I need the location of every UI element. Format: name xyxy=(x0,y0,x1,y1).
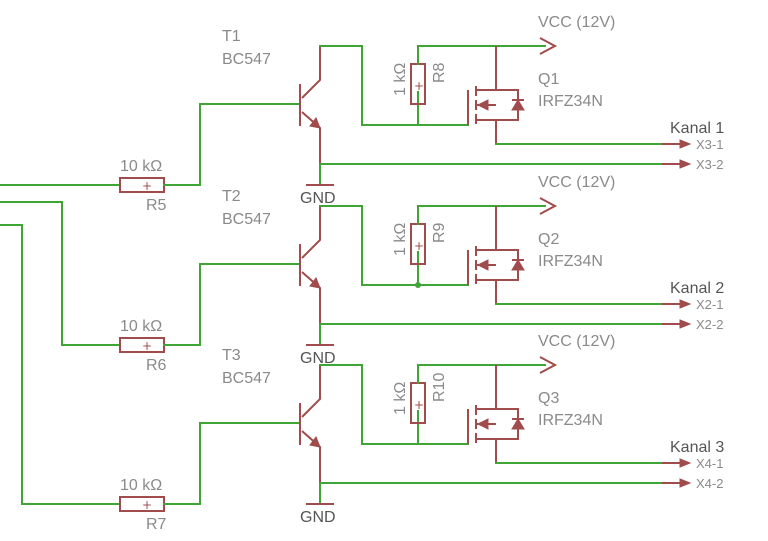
mosfet-name: Q3 xyxy=(538,390,559,407)
input-wire xyxy=(0,201,121,346)
transistor-type: BC547 xyxy=(222,211,271,228)
mosfet-drain xyxy=(476,46,497,91)
collector-wire xyxy=(319,364,469,445)
pullup-resistor-value: 1 kΩ xyxy=(392,63,409,96)
base-resistor-name: R6 xyxy=(146,357,167,374)
pullup-resistor-value: 1 kΩ xyxy=(392,223,409,256)
mosfet-arrow xyxy=(476,418,489,430)
pin-2-label: X3-2 xyxy=(696,157,723,172)
emitter-arrow xyxy=(309,435,321,448)
vcc-arrow xyxy=(539,37,558,55)
pullup-resistor-name: R8 xyxy=(431,62,448,83)
mosfet-type: IRFZ34N xyxy=(538,412,603,429)
vcc-label: VCC (12V) xyxy=(538,333,615,350)
pin-1-label: X4-1 xyxy=(696,456,723,471)
gnd-label: GND xyxy=(300,509,336,526)
base-resistor-name: R7 xyxy=(146,516,167,533)
pullup-resistor-name: R9 xyxy=(431,222,448,243)
pin-2-label: X2-2 xyxy=(696,317,723,332)
base-wire xyxy=(163,422,299,505)
base-wire xyxy=(163,103,299,186)
transistor-name: T3 xyxy=(222,347,241,364)
pin-1-arrow xyxy=(679,299,692,309)
vcc-label: VCC (12V) xyxy=(538,14,615,31)
transistor-collector-leg xyxy=(301,46,321,99)
pullup-resistor-name: R10 xyxy=(431,373,448,402)
mosfet-source xyxy=(476,279,497,304)
mosfet-type: IRFZ34N xyxy=(538,253,603,270)
channel-label: Kanal 1 xyxy=(670,120,724,137)
plus-mark: + xyxy=(142,498,152,512)
transistor-name: T1 xyxy=(222,28,241,45)
mosfet-arrow xyxy=(476,99,489,111)
base-resistor-value: 10 kΩ xyxy=(120,158,162,175)
channel-label: Kanal 2 xyxy=(670,280,724,297)
pin-1-arrow xyxy=(679,458,692,468)
vcc-label: VCC (12V) xyxy=(538,174,615,191)
mosfet-name: Q1 xyxy=(538,71,559,88)
emitter-arrow xyxy=(309,276,321,289)
transistor-collector-leg xyxy=(301,206,321,259)
emitter-arrow xyxy=(309,116,321,129)
transistor-type: BC547 xyxy=(222,370,271,387)
mosfet-arrow xyxy=(476,259,489,271)
mosfet-name: Q2 xyxy=(538,231,559,248)
vcc-wire xyxy=(417,45,546,65)
mosfet-drain xyxy=(476,365,497,410)
gnd-label: GND xyxy=(300,350,336,367)
base-resistor-name: R5 xyxy=(146,197,167,214)
pin-2-label: X4-2 xyxy=(696,476,723,491)
mosfet-source xyxy=(476,119,497,144)
vcc-wire xyxy=(417,364,546,384)
mosfet-type: IRFZ34N xyxy=(538,93,603,110)
channel-label: Kanal 3 xyxy=(670,439,724,456)
pin-2-arrow xyxy=(679,159,692,169)
collector-wire xyxy=(319,45,469,126)
vcc-arrow xyxy=(539,356,558,374)
pin-1-arrow xyxy=(679,139,692,149)
mosfet-drain xyxy=(476,206,497,251)
body-diode xyxy=(511,99,525,111)
body-diode xyxy=(511,418,525,430)
pin-2-arrow xyxy=(679,319,692,329)
vcc-arrow xyxy=(539,197,558,215)
base-wire xyxy=(163,263,299,346)
plus-mark: + xyxy=(414,79,424,93)
mosfet-source xyxy=(476,438,497,463)
base-resistor-value: 10 kΩ xyxy=(120,477,162,494)
plus-mark: + xyxy=(142,339,152,353)
junction-dot xyxy=(415,282,421,288)
input-wire xyxy=(0,224,121,505)
plus-mark: + xyxy=(414,239,424,253)
transistor-type: BC547 xyxy=(222,51,271,68)
transistor-name: T2 xyxy=(222,188,241,205)
body-diode xyxy=(511,259,525,271)
pin-1-label: X2-1 xyxy=(696,297,723,312)
pin-1-label: X3-1 xyxy=(696,137,723,152)
pullup-resistor-value: 1 kΩ xyxy=(392,382,409,415)
pin-2-arrow xyxy=(679,478,692,488)
plus-mark: + xyxy=(414,398,424,412)
plus-mark: + xyxy=(142,179,152,193)
transistor-collector-leg xyxy=(301,365,321,418)
vcc-wire xyxy=(417,205,546,225)
gnd-label: GND xyxy=(300,190,336,207)
base-resistor-value: 10 kΩ xyxy=(120,318,162,335)
